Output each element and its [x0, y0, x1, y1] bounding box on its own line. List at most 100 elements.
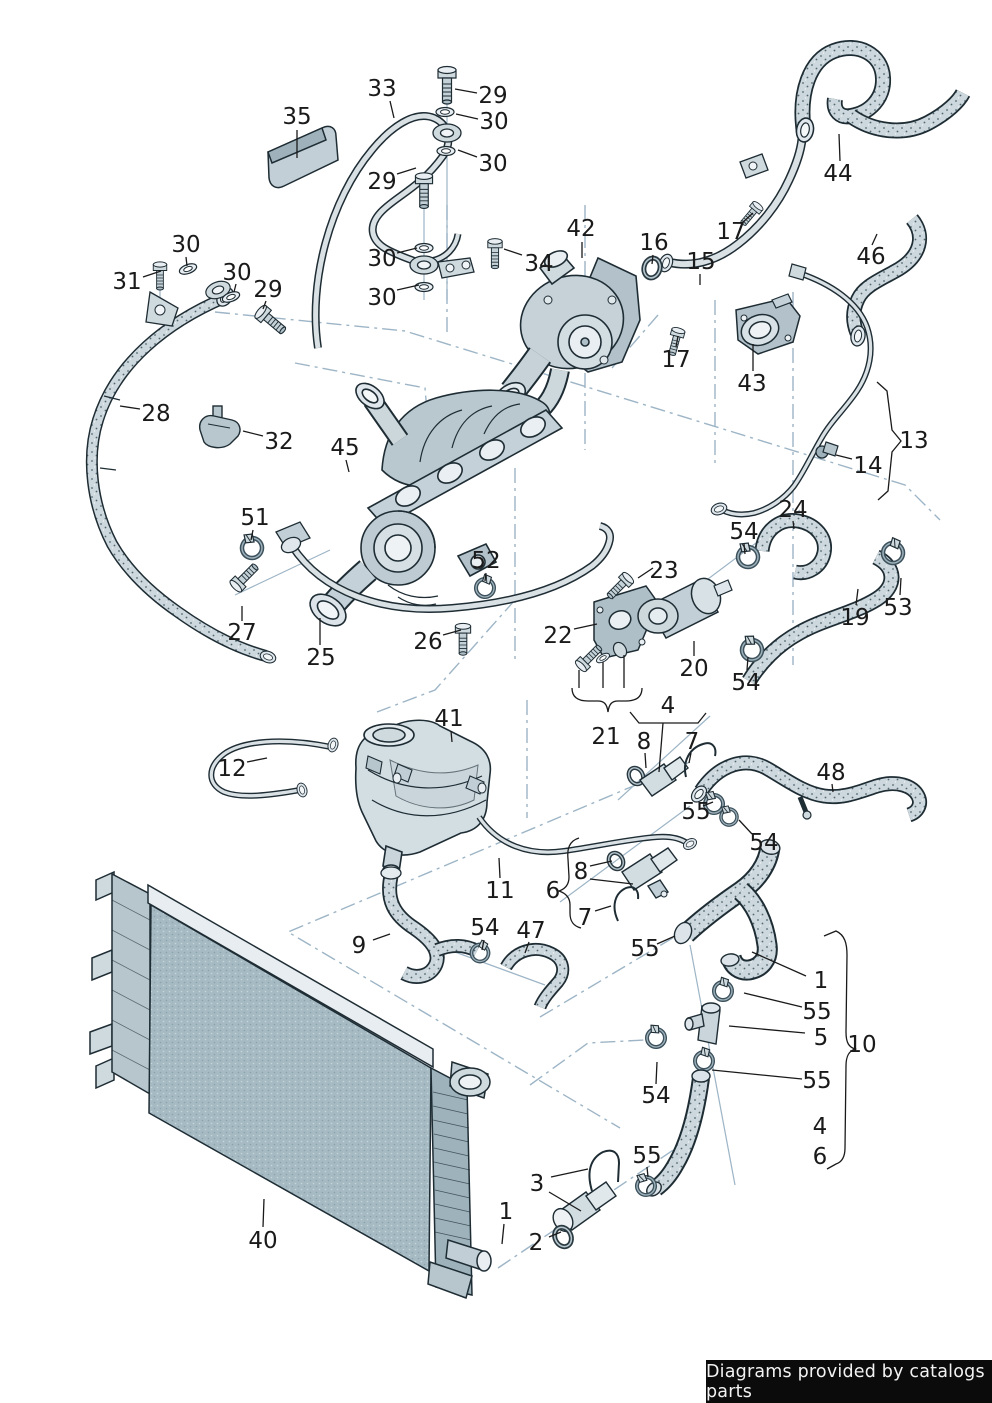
callout-label-19: 19 [840, 605, 869, 631]
leader-line-55 [702, 801, 714, 807]
pipe-12 [208, 736, 340, 799]
callout-label-55: 55 [802, 999, 831, 1025]
callout-label-4: 4 [813, 1114, 828, 1140]
leader-line-9 [372, 933, 391, 941]
leader-line-48 [831, 783, 834, 793]
leader-line-52 [484, 572, 487, 582]
hose-44 [793, 40, 971, 145]
bracket-32 [199, 405, 241, 449]
callout-label-7: 7 [685, 729, 700, 755]
leader-line-54 [738, 819, 753, 835]
leader-line-54 [746, 656, 749, 671]
gasket-22 [593, 585, 657, 659]
callout-label-8: 8 [637, 729, 652, 755]
callout-label-34: 34 [524, 251, 553, 277]
leader-line-44 [838, 133, 841, 162]
leader-line-24 [792, 520, 795, 530]
leader-line-29 [454, 88, 478, 94]
leader-line-22 [573, 623, 598, 630]
leader-line-7 [688, 752, 692, 764]
leader-line-55 [711, 1069, 803, 1080]
leader-line-19 [855, 588, 859, 606]
flange-43 [735, 293, 801, 355]
callout-label-20: 20 [679, 656, 708, 682]
callout-label-5: 5 [814, 1025, 829, 1051]
callout-label-24: 24 [778, 497, 807, 523]
leader-line-12 [246, 757, 268, 763]
callout-label-15: 15 [686, 249, 715, 275]
callout-label-30: 30 [222, 260, 251, 286]
callout-label-25: 25 [306, 645, 335, 671]
callout-label-29: 29 [478, 83, 507, 109]
callout-label-28: 28 [141, 401, 170, 427]
callout-label-27: 27 [227, 620, 256, 646]
leader-line-28 [119, 405, 141, 410]
callout-label-29: 29 [367, 169, 396, 195]
callout-label-8: 8 [574, 859, 589, 885]
callout-label-23: 23 [649, 558, 678, 584]
leader-line-54 [655, 1061, 658, 1085]
hose-19 [742, 549, 900, 686]
callout-label-40: 40 [248, 1228, 277, 1254]
radiator [89, 870, 492, 1299]
leader-line-2 [548, 1231, 562, 1238]
callout-label-1: 1 [499, 1199, 514, 1225]
callout-label-7: 7 [578, 905, 593, 931]
callout-label-54: 54 [749, 830, 778, 856]
callout-label-12: 12 [217, 756, 246, 782]
leader-line-54 [481, 939, 485, 951]
callout-label-31: 31 [112, 269, 141, 295]
leader-line-34 [503, 248, 523, 256]
leader-line-17 [740, 212, 754, 225]
leader-line-45 [345, 459, 350, 473]
callout-label-14: 14 [853, 453, 882, 479]
leader-line-40 [262, 1198, 265, 1228]
callout-label-54: 54 [641, 1083, 670, 1109]
callout-label-41: 41 [434, 706, 463, 732]
callout-label-1: 1 [814, 968, 829, 994]
callout-label-54: 54 [731, 670, 760, 696]
callout-label-6: 6 [546, 878, 561, 904]
callout-label-17: 17 [661, 347, 690, 373]
leader-line-30 [396, 284, 420, 291]
callout-label-16: 16 [639, 230, 668, 256]
watermark-text: Diagrams provided by catalogs parts [706, 1361, 985, 1402]
leader-line-30 [396, 247, 418, 254]
callout-label-32: 32 [264, 429, 293, 455]
callout-label-21: 21 [591, 724, 620, 750]
connector-group-6 [606, 847, 678, 922]
callout-label-2: 2 [529, 1230, 544, 1256]
grouping-braces [548, 381, 902, 1212]
callout-label-30: 30 [367, 285, 396, 311]
callout-label-54: 54 [729, 519, 758, 545]
leader-line-41 [450, 730, 453, 743]
callout-label-45: 45 [330, 435, 359, 461]
coolant-pipe-25 [227, 521, 614, 656]
aux-water-pump-20 [637, 577, 733, 639]
callout-label-30: 30 [367, 246, 396, 272]
watermark-banner: Diagrams provided by catalogs parts [706, 1360, 992, 1403]
callout-label-11: 11 [485, 878, 514, 904]
pipe-13 [709, 263, 874, 518]
callout-label-29: 29 [253, 277, 282, 303]
leader-line-54 [743, 543, 746, 555]
callout-label-26: 26 [413, 629, 442, 655]
leader-line-7 [594, 905, 612, 912]
callout-label-55: 55 [632, 1143, 661, 1169]
hose-46 [846, 214, 928, 348]
callout-label-42: 42 [566, 216, 595, 242]
leader-line-30 [455, 113, 479, 120]
leader-line-31 [142, 270, 162, 278]
leader-line-33 [389, 100, 395, 119]
callout-label-13: 13 [899, 428, 928, 454]
hose-24 [754, 513, 832, 581]
hose-28 [85, 261, 290, 666]
leader-line-26 [442, 629, 462, 636]
callout-label-51: 51 [240, 505, 269, 531]
callout-label-10: 10 [847, 1032, 876, 1058]
callout-label-17: 17 [716, 219, 745, 245]
callout-label-9: 9 [352, 933, 367, 959]
leader-line-30 [233, 283, 237, 293]
hose-48 [687, 755, 928, 823]
